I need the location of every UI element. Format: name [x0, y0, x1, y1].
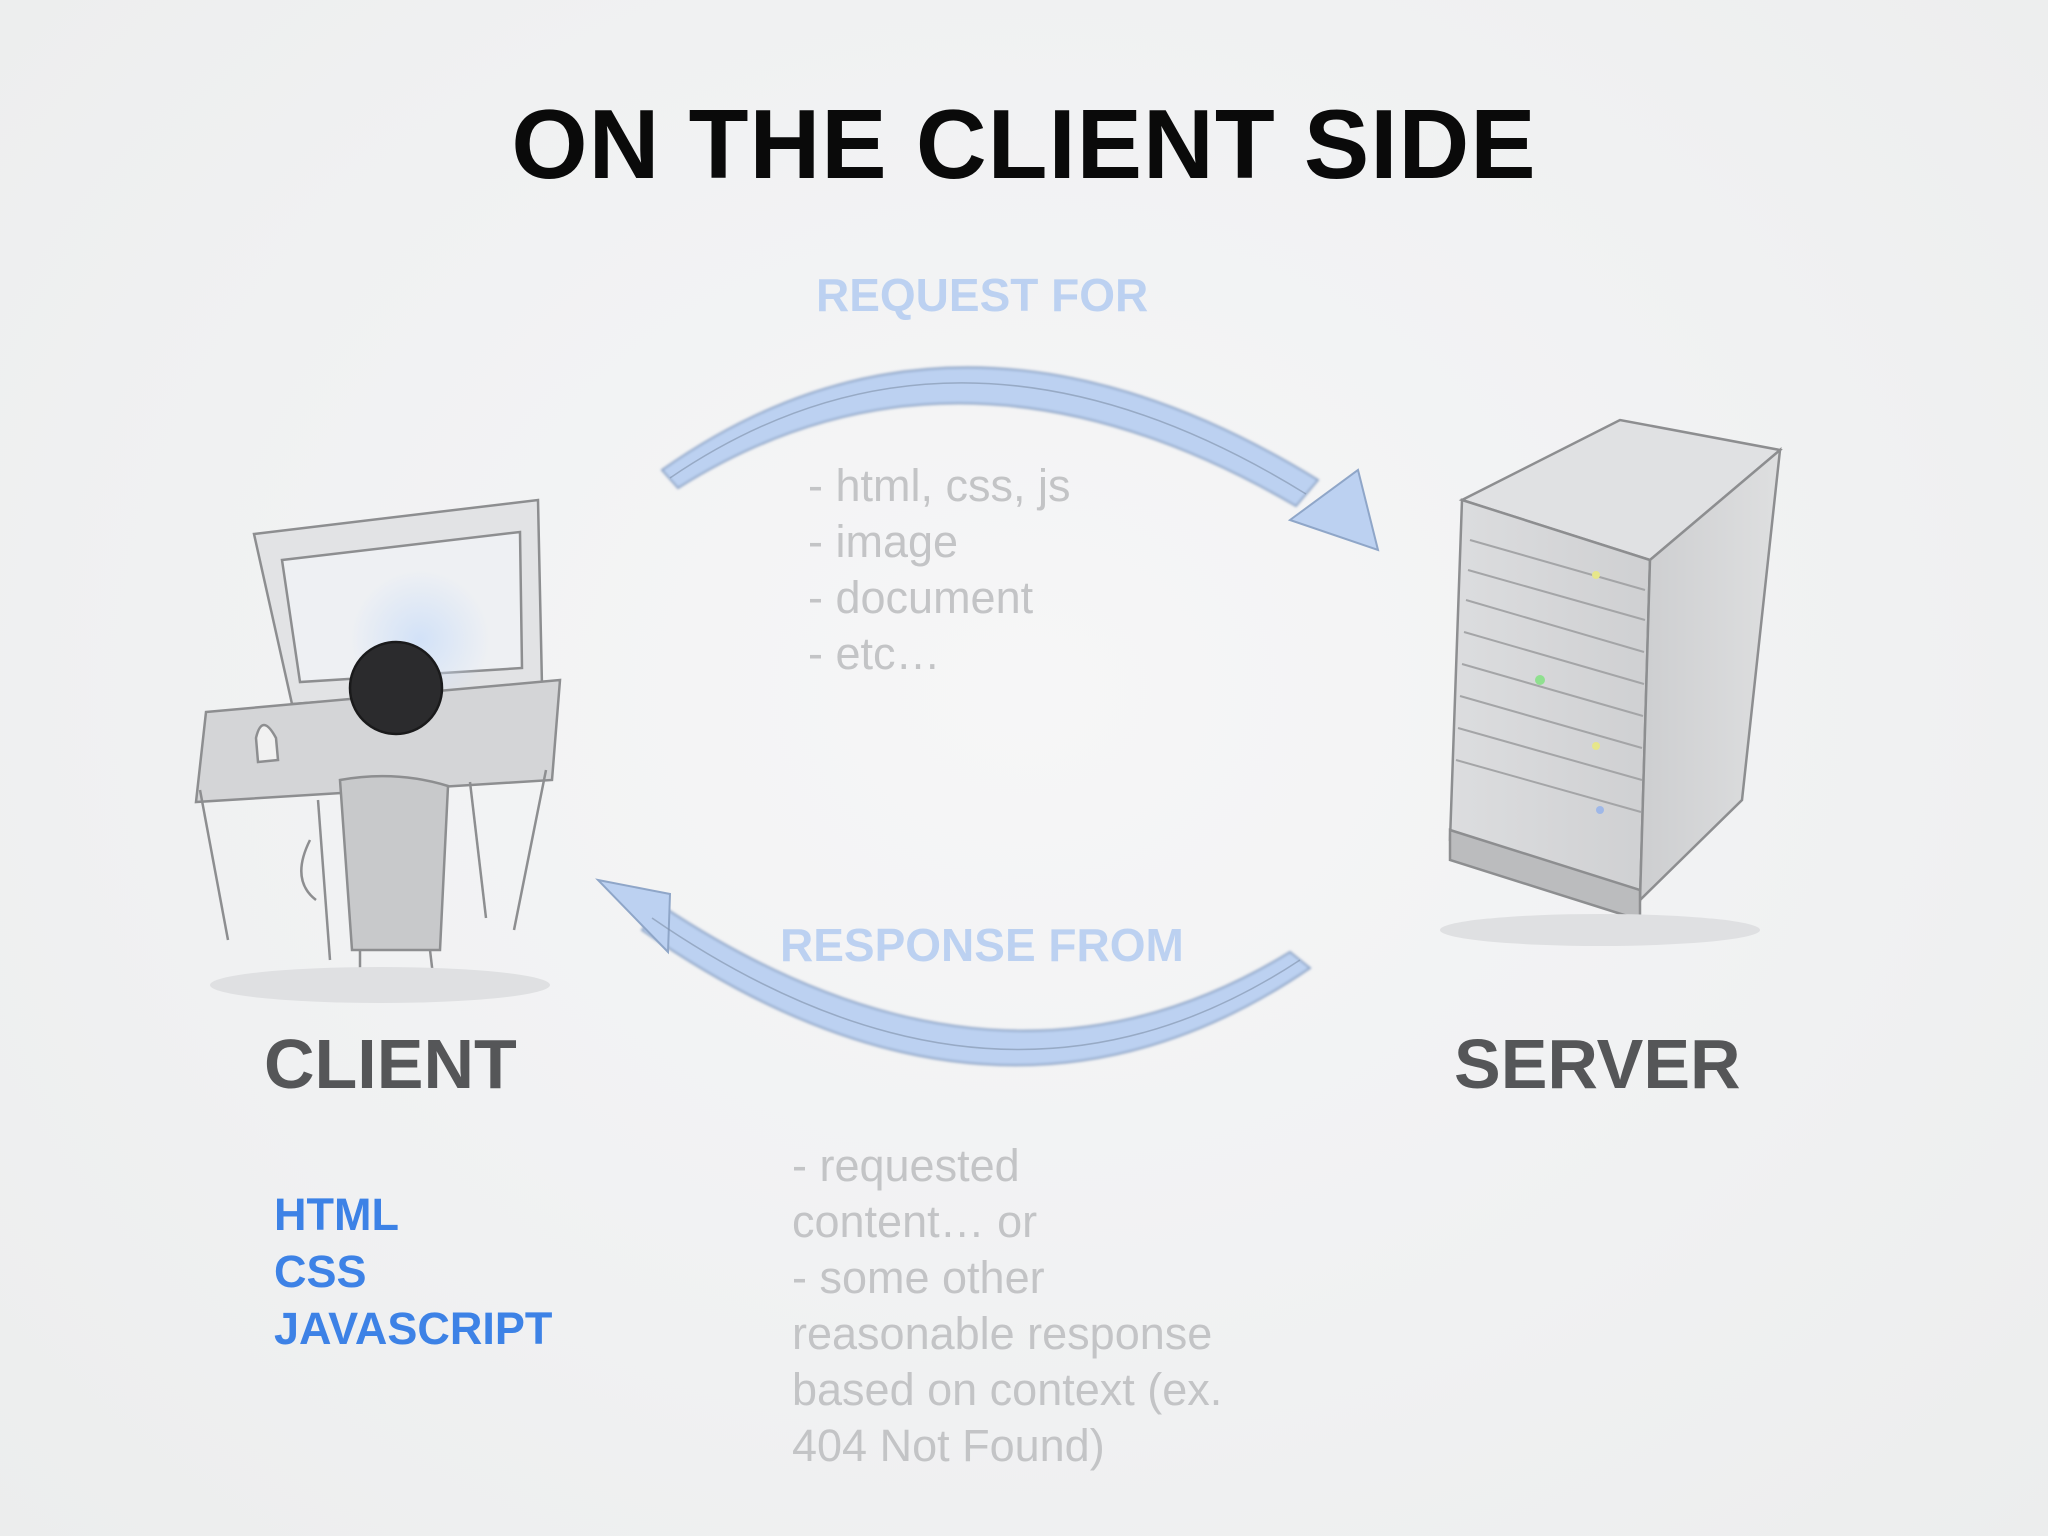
technology-item: JAVASCRIPT — [274, 1303, 553, 1354]
request-arrow-icon — [660, 366, 1380, 552]
client-computer-sketch-icon — [194, 498, 562, 1003]
technology-item: HTML — [274, 1189, 399, 1240]
request-item: - image — [808, 516, 959, 567]
request-items-list: - html, css, js - image - document - etc… — [808, 458, 1071, 682]
request-item: - document — [808, 572, 1034, 623]
client-label: CLIENT — [264, 1025, 517, 1103]
response-item: - some other — [792, 1252, 1045, 1303]
response-items-list: - requested content… or - some other rea… — [792, 1138, 1312, 1474]
response-item: - requested — [792, 1140, 1020, 1191]
request-item: - html, css, js — [808, 460, 1071, 511]
response-item: 404 Not Found) — [792, 1420, 1105, 1471]
response-label: RESPONSE FROM — [780, 919, 1184, 971]
server-tower-sketch-icon — [1440, 418, 1783, 946]
slide-title: ON THE CLIENT SIDE — [511, 89, 1537, 199]
response-item: content… or — [792, 1196, 1038, 1247]
request-item: - etc… — [808, 628, 941, 679]
response-item: based on context (ex. — [792, 1364, 1223, 1415]
client-technologies-list: HTML CSS JAVASCRIPT — [274, 1186, 552, 1357]
technology-item: CSS — [274, 1246, 367, 1297]
response-arrow-icon — [595, 878, 1312, 1067]
request-label: REQUEST FOR — [816, 269, 1149, 321]
response-item: reasonable response — [792, 1308, 1213, 1359]
server-label: SERVER — [1454, 1025, 1741, 1103]
